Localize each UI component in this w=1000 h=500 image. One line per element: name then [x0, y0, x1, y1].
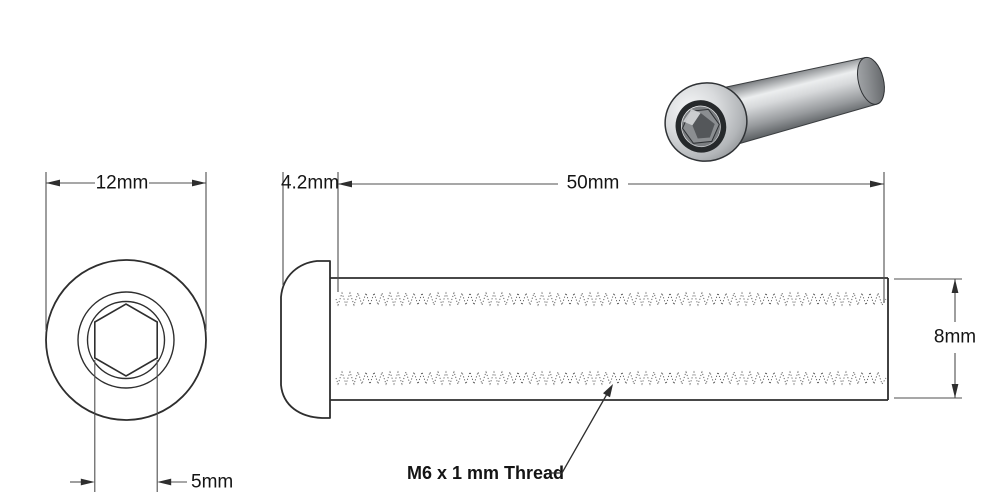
socket-chamfer-outer-circle [77, 291, 175, 389]
render-hex-highlight-face [683, 109, 701, 126]
arrow-up-icon [951, 279, 959, 293]
arrow-down-icon [951, 384, 959, 398]
arrow-right-icon [870, 180, 884, 188]
render-hex-shadow-face [692, 113, 715, 139]
head-outer-circle [45, 259, 207, 421]
thread-label: M6 x 1 mm Thread [407, 463, 564, 483]
socket-chamfer-inner-circle [86, 300, 166, 380]
dim-5mm-label: 5mm [191, 472, 233, 493]
thread-callout: M6 x 1 mm Thread [407, 384, 613, 483]
arrow-right-icon [192, 179, 206, 187]
hex-socket-outline [94, 303, 158, 377]
dim-8mm-label: 8mm [934, 327, 976, 348]
dim-4.2mm-label: 4.2mm [281, 173, 339, 194]
leader-line [549, 393, 608, 474]
render-3d [664, 56, 885, 162]
front-view: 12mm 5mm [45, 172, 233, 493]
arrow-up-right-icon [603, 384, 613, 398]
dim-shaft-length: 50mm [338, 172, 885, 303]
dim-shaft-diameter: 8mm [894, 278, 976, 399]
side-view: 4.2mm 50mm 8mm M6 x 1 mm Thread [280, 172, 976, 483]
render-socket-ring [675, 100, 727, 153]
dim-hex-socket: 5mm [70, 360, 233, 493]
dim-head-diameter: 12mm [45, 172, 207, 330]
arrow-left-icon [157, 478, 172, 486]
render-shaft-end [857, 56, 885, 105]
dim-12mm-label: 12mm [96, 173, 149, 194]
arrow-left-icon [338, 180, 352, 188]
thread-zigzag-top [335, 291, 887, 307]
thread-zigzag-bottom [335, 370, 887, 386]
arrow-left-icon [46, 179, 60, 187]
arrow-right-icon [80, 478, 95, 486]
dim-head-height: 4.2mm [281, 172, 339, 292]
dim-50mm-label: 50mm [567, 173, 620, 194]
head-profile [280, 260, 331, 419]
